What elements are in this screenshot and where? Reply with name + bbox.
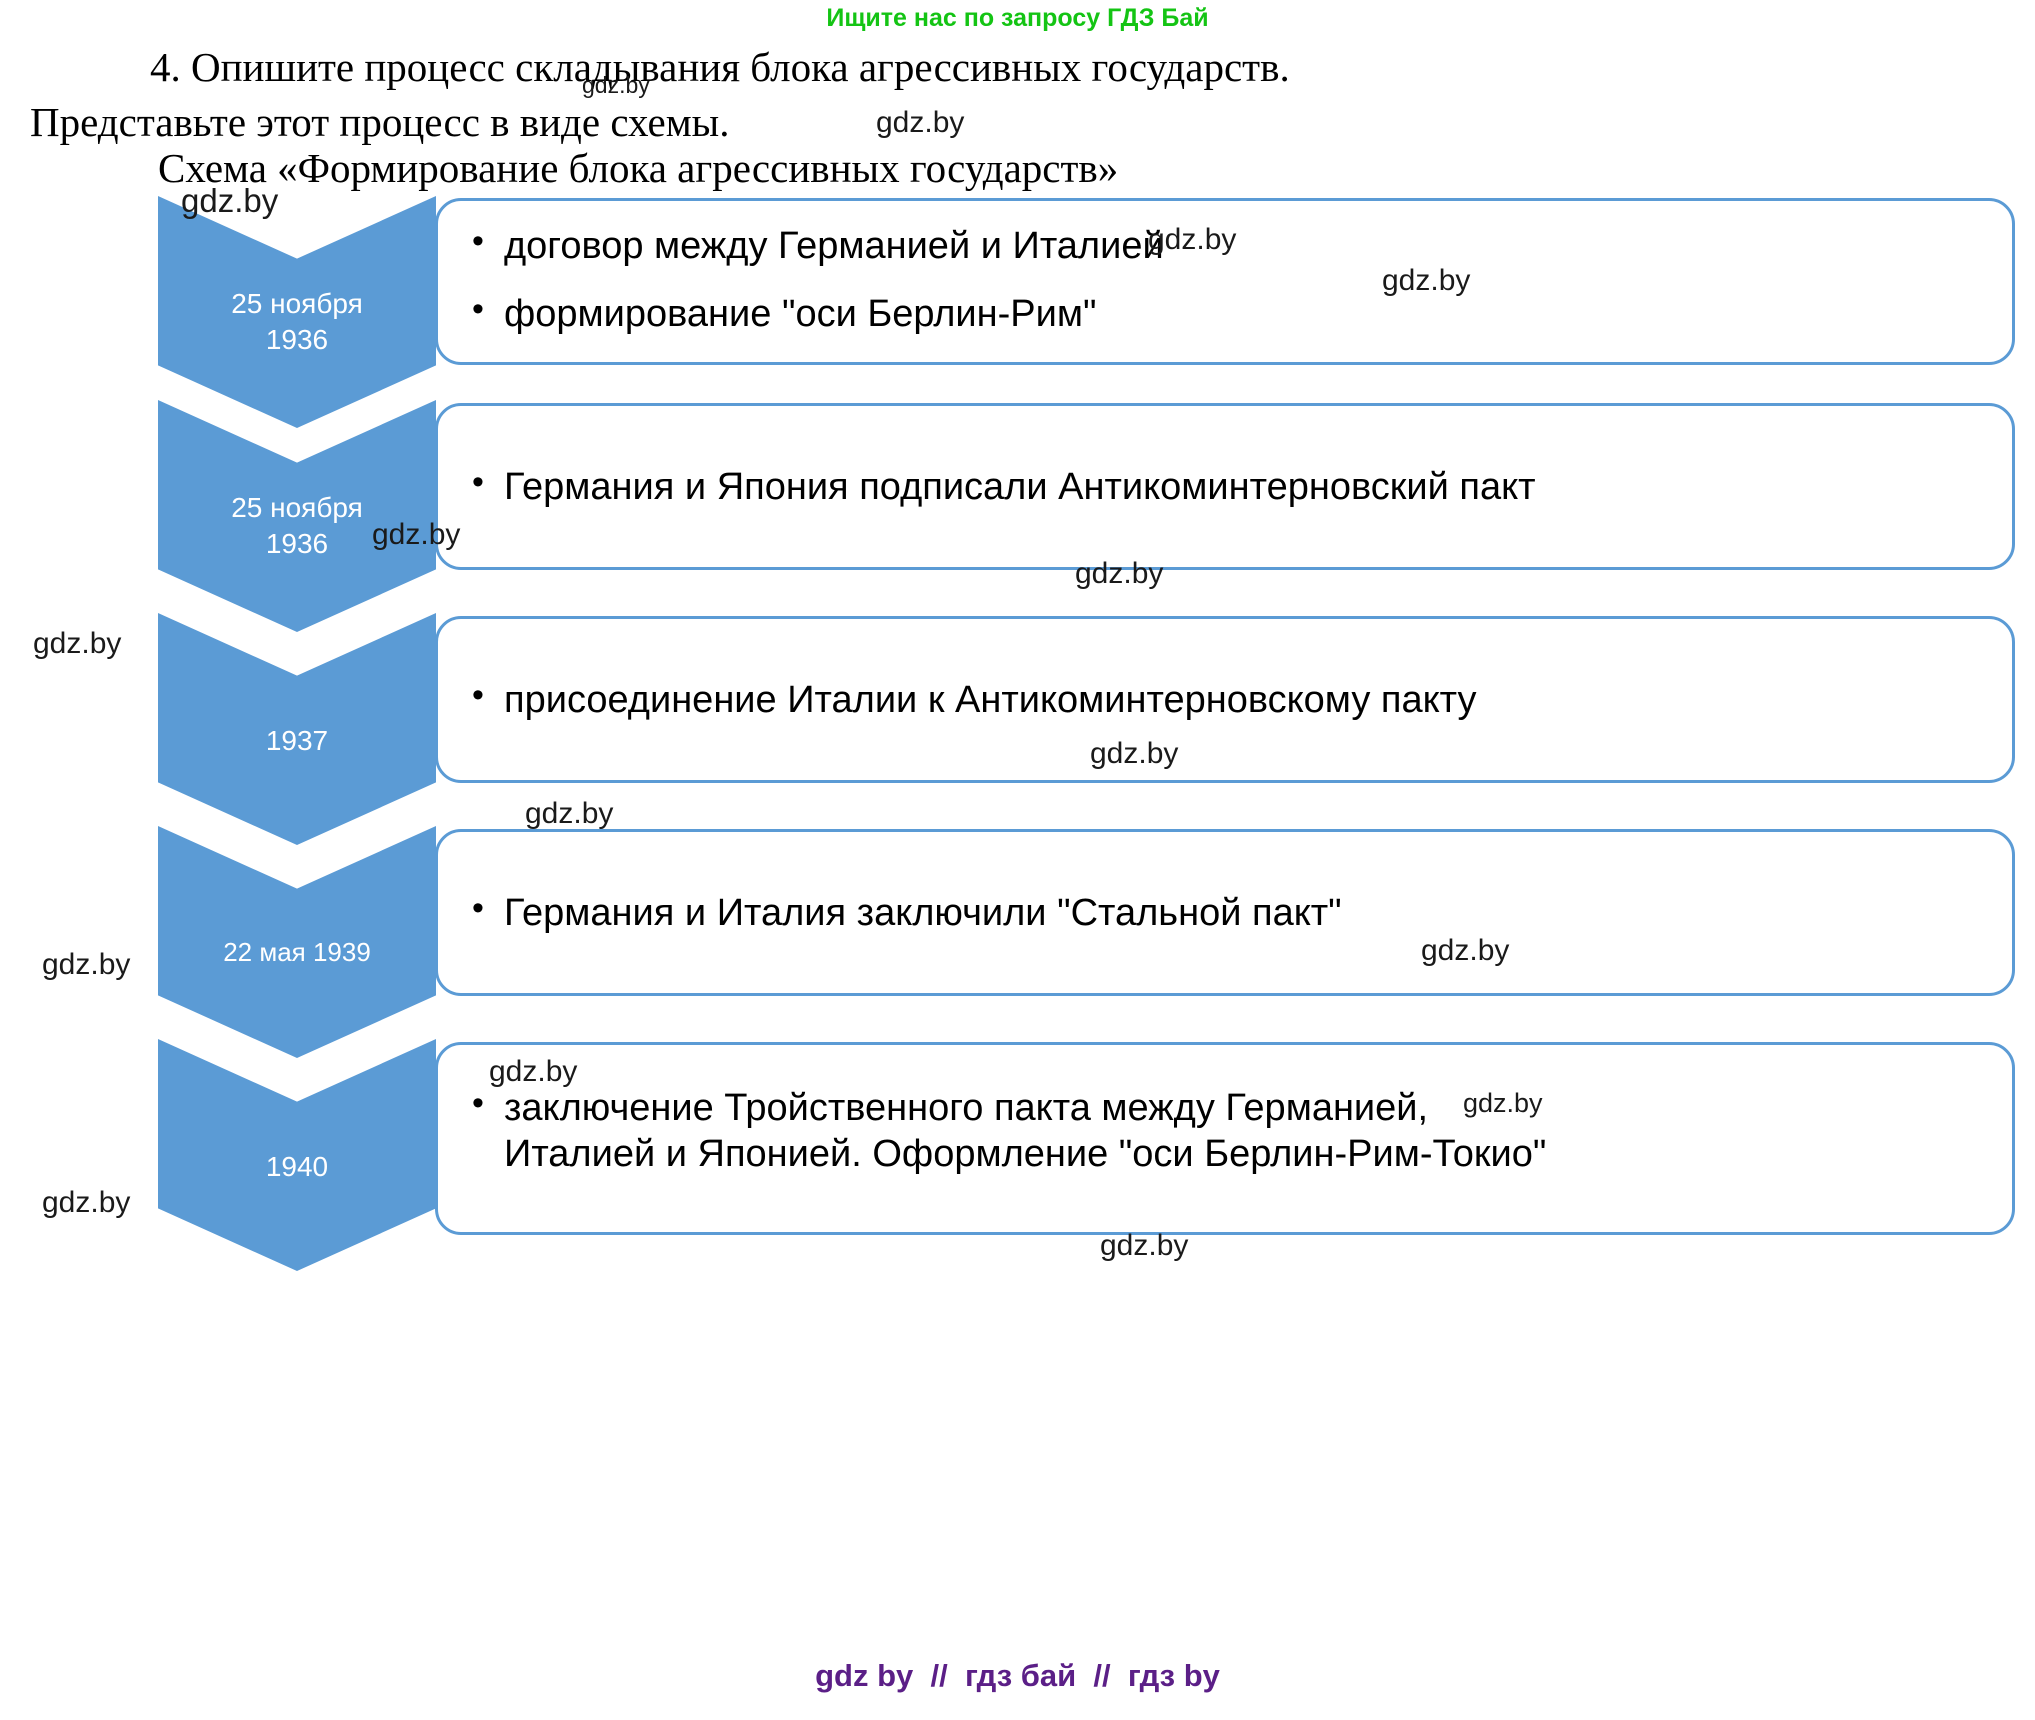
bullet-list-4: Германия и Италия заключили "Стальной па… [438, 832, 2012, 936]
chevron-step-5: 1940 [158, 1039, 436, 1271]
watermark-gdz: gdz.by [582, 72, 650, 98]
watermark-gdz: gdz.by [1090, 737, 1179, 770]
bullet-item: Германия и Япония подписали Антикоминтер… [470, 462, 1988, 510]
watermark-gdz: gdz.by [181, 182, 279, 219]
watermark-gdz: gdz.by [42, 948, 131, 981]
chevron-date-2: 25 ноября 1936 [231, 492, 363, 559]
bullet-list-5: заключение Тройственного пакта между Гер… [438, 1045, 2012, 1178]
chevron-step-1: 25 ноября 1936 [158, 196, 436, 428]
watermark-gdz: gdz.by [1421, 934, 1510, 967]
question-line-2: Представьте этот процесс в виде схемы. [30, 98, 730, 145]
chevron-step-3: 1937 [158, 613, 436, 845]
watermark-gdz: gdz.by [525, 797, 614, 830]
chevron-step-4: 22 мая 1939 [158, 826, 436, 1058]
watermark-gdz: gdz.by [1075, 557, 1164, 590]
bullet-item: Германия и Италия заключили "Стальной па… [470, 888, 1988, 936]
bullet-list-1: договор между Германией и Италией формир… [438, 201, 2012, 338]
content-box-3: присоединение Италии к Антикоминтерновск… [435, 616, 2015, 783]
promo-banner: Ищите нас по запросу ГДЗ Бай [826, 4, 1209, 32]
bullet-item: заключение Тройственного пакта между Гер… [470, 1083, 2002, 1178]
bullet-item: формирование "оси Берлин-Рим" [470, 289, 1982, 337]
bullet-item: договор между Германией и Италией [470, 221, 1982, 269]
bullet-list-2: Германия и Япония подписали Антикоминтер… [438, 406, 2012, 510]
chevron-step-2: 25 ноября 1936 [158, 400, 436, 632]
question-paragraph: 4. Опишите процесс складывания блока агр… [30, 40, 2005, 149]
watermark-gdz: gdz.by [1382, 264, 1471, 297]
watermark-gdz: gdz.by [1463, 1088, 1543, 1118]
watermark-gdz: gdz.by [489, 1055, 578, 1088]
watermark-gdz: gdz.by [372, 518, 461, 551]
watermark-gdz: gdz.by [876, 106, 965, 139]
watermark-gdz: gdz.by [1100, 1229, 1189, 1262]
chevron-date-5: 1940 [265, 1151, 329, 1182]
content-box-1: договор между Германией и Италией формир… [435, 198, 2015, 365]
content-box-5: заключение Тройственного пакта между Гер… [435, 1042, 2015, 1235]
chevron-date-1: 25 ноября 1936 [231, 288, 363, 355]
watermark-gdz: gdz.by [33, 627, 122, 660]
content-box-2: Германия и Япония подписали Антикоминтер… [435, 403, 2015, 570]
watermark-gdz: gdz.by [42, 1186, 131, 1219]
bullet-list-3: присоединение Италии к Антикоминтерновск… [438, 619, 2012, 723]
chevron-date-3: 1937 [265, 725, 329, 756]
footer-watermark: gdz by // гдз бай // гдз by [815, 1658, 1220, 1693]
scheme-title: Схема «Формирование блока агрессивных го… [158, 145, 1119, 191]
bullet-item: присоединение Италии к Антикоминтерновск… [470, 675, 1988, 723]
chevron-date-4: 22 мая 1939 [223, 937, 371, 967]
watermark-gdz: gdz.by [1148, 223, 1237, 256]
question-line-1: 4. Опишите процесс складывания блока агр… [150, 44, 1290, 90]
content-box-4: Германия и Италия заключили "Стальной па… [435, 829, 2015, 996]
